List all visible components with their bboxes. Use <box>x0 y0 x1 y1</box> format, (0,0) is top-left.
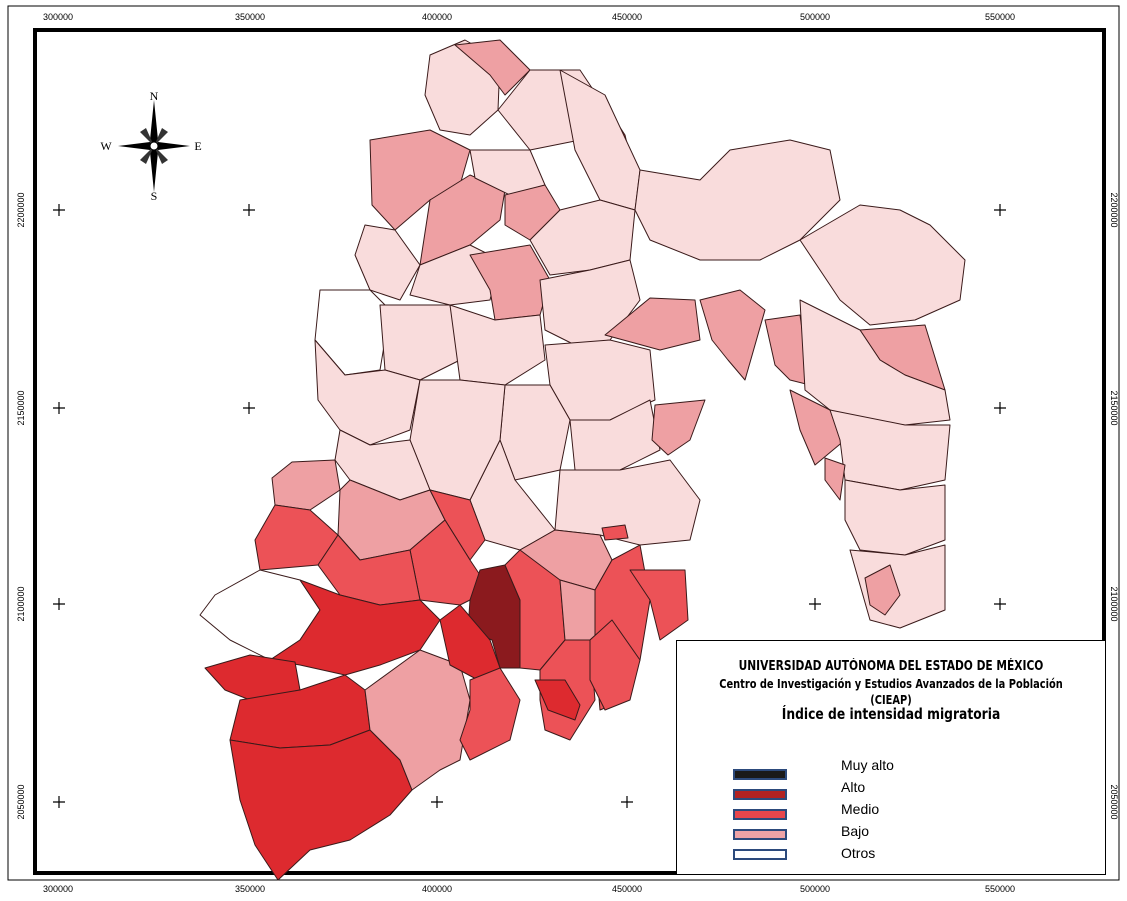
region-c-10 <box>601 524 629 541</box>
region-sw-5 <box>364 649 471 791</box>
compass-e: E <box>194 139 201 153</box>
x-tick-top-450000: 450000 <box>612 12 642 22</box>
legend-label-muy-alto: Muy alto <box>841 757 894 773</box>
region-s-3 <box>459 667 521 761</box>
region-e-10 <box>844 479 946 556</box>
x-tick-bottom-350000: 350000 <box>235 884 265 894</box>
region-c-3 <box>604 297 701 351</box>
y-tick-right-2050000: 2050000 <box>1109 784 1119 819</box>
x-tick-bottom-500000: 500000 <box>800 884 830 894</box>
legend-label-alto: Alto <box>841 779 866 795</box>
y-tick-left-2200000: 2200000 <box>16 192 26 227</box>
legend-acronym: (CIEAP) <box>870 693 912 707</box>
x-tick-bottom-450000: 450000 <box>612 884 642 894</box>
region-s-11 <box>589 619 641 711</box>
compass-rose: N S E W <box>100 89 201 203</box>
municipalities <box>199 39 966 881</box>
region-w-8 <box>429 489 486 561</box>
region-w-2 <box>314 339 421 446</box>
region-sw-4 <box>229 729 413 881</box>
region-e-2 <box>799 204 966 326</box>
region-e-7 <box>789 389 846 466</box>
region-w-1 <box>379 304 461 381</box>
legend-label-bajo: Bajo <box>841 823 870 839</box>
x-tick-bottom-300000: 300000 <box>43 884 73 894</box>
legend-swatch-medio <box>733 809 787 820</box>
legend-swatch-otros <box>733 849 787 860</box>
x-tick-top-500000: 500000 <box>800 12 830 22</box>
region-e-1 <box>634 139 841 261</box>
x-tick-top-300000: 300000 <box>43 12 73 22</box>
y-tick-left-2150000: 2150000 <box>16 390 26 425</box>
region-e-9 <box>824 457 846 501</box>
x-tick-bottom-400000: 400000 <box>422 884 452 894</box>
compass-w: W <box>100 139 112 153</box>
legend-center: Centro de Investigación y Estudios Avanz… <box>719 677 1063 691</box>
x-tick-top-550000: 550000 <box>985 12 1015 22</box>
x-tick-bottom-550000: 550000 <box>985 884 1015 894</box>
region-e-4 <box>764 314 811 386</box>
legend-swatch-bajo <box>733 829 787 840</box>
region-c-7 <box>651 399 706 456</box>
compass-n: N <box>150 89 159 103</box>
y-tick-right-2150000: 2150000 <box>1109 390 1119 425</box>
y-tick-right-2100000: 2100000 <box>1109 586 1119 621</box>
region-e-6 <box>799 299 951 426</box>
x-tick-top-350000: 350000 <box>235 12 265 22</box>
legend-index-title: Índice de intensidad migratoria <box>781 705 1001 723</box>
legend-label-medio: Medio <box>841 801 880 817</box>
y-tick-left-2050000: 2050000 <box>16 784 26 819</box>
legend-box: UNIVERSIDAD AUTÓNOMA DEL ESTADO DE MÉXIC… <box>676 640 1106 875</box>
region-nw-8 <box>529 199 636 276</box>
legend-swatch-muy-alto <box>733 769 787 780</box>
region-sw-1 <box>269 579 441 676</box>
legend-label-otros: Otros <box>841 845 876 861</box>
x-tick-top-400000: 400000 <box>422 12 452 22</box>
region-s-10 <box>629 569 689 641</box>
y-tick-left-2100000: 2100000 <box>16 586 26 621</box>
y-tick-right-2200000: 2200000 <box>1109 192 1119 227</box>
region-e-3 <box>699 289 766 381</box>
compass-s: S <box>151 189 158 203</box>
legend-swatch-alto <box>733 789 787 800</box>
region-north-2 <box>454 39 531 96</box>
region-e-12 <box>864 564 901 616</box>
region-s-8 <box>534 679 581 721</box>
region-nw-5 <box>354 224 421 301</box>
legend-institution: UNIVERSIDAD AUTÓNOMA DEL ESTADO DE MÉXIC… <box>738 659 1044 674</box>
region-e-8 <box>829 409 951 491</box>
